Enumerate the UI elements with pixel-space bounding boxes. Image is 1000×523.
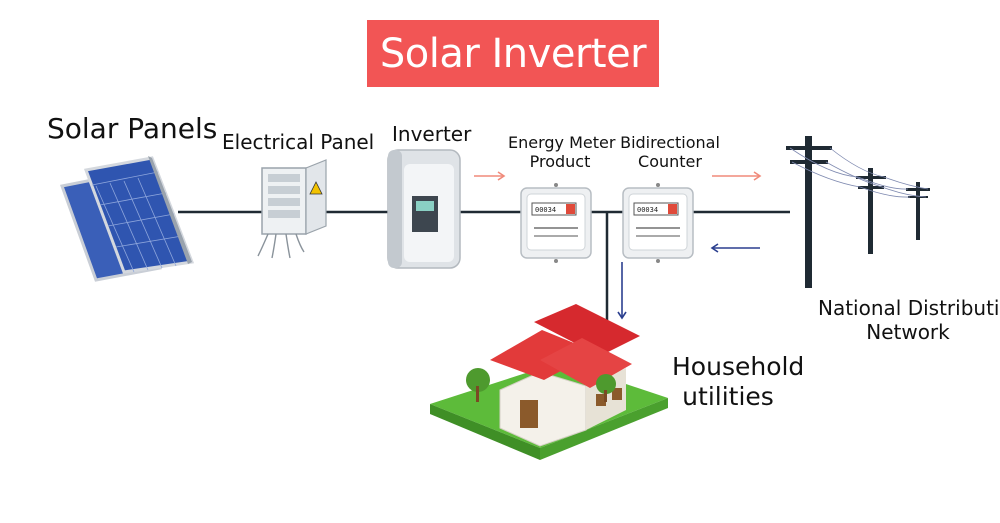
- household-utilities-label: Household utilities: [672, 352, 805, 412]
- household-utilities-label-line1: Household: [672, 352, 805, 381]
- energy-meter-icon: [520, 183, 592, 263]
- grid-outflow-arrow-icon: [712, 171, 762, 181]
- bidirectional-counter-label: Bidirectional Counter: [618, 133, 722, 171]
- bidirectional-counter-icon: [622, 183, 694, 263]
- grid-inflow-arrow-icon: [710, 243, 760, 253]
- bidirectional-counter-label-line2: Counter: [638, 152, 702, 172]
- household-utilities-label-line2: utilities: [682, 382, 774, 411]
- national-distribution-label-line1: National Distribution: [818, 296, 1000, 320]
- bidirectional-counter-label-line1: Bidirectional: [620, 133, 720, 152]
- energy-meter-reading: 00034: [535, 206, 556, 214]
- diagram-title: Solar Inverter: [379, 30, 647, 77]
- inverter-icon: [387, 149, 461, 269]
- electrical-panel-icon: [257, 159, 327, 259]
- national-distribution-label: National Distribution Network: [818, 296, 1000, 344]
- energy-meter-label-line2: Product: [529, 152, 591, 172]
- inverter-label: Inverter: [392, 122, 472, 146]
- electrical-panel-label: Electrical Panel: [222, 130, 375, 154]
- diagram-title-box: Solar Inverter: [367, 20, 659, 87]
- bidirectional-counter-reading: 00034: [637, 206, 658, 214]
- energy-meter-label-line1: Energy Meter: [508, 133, 616, 152]
- house-inflow-arrow-icon: [617, 262, 627, 320]
- energy-meter-label: Energy Meter Product: [508, 133, 616, 172]
- solar-panels-icon: [59, 156, 195, 282]
- outflow-arrow-icon: [474, 171, 506, 181]
- power-lines: [789, 147, 929, 198]
- house-icon: [430, 304, 668, 460]
- utility-poles-icon: [786, 136, 930, 288]
- solar-panels-label: Solar Panels: [47, 112, 218, 145]
- national-distribution-label-line2: Network: [866, 320, 950, 344]
